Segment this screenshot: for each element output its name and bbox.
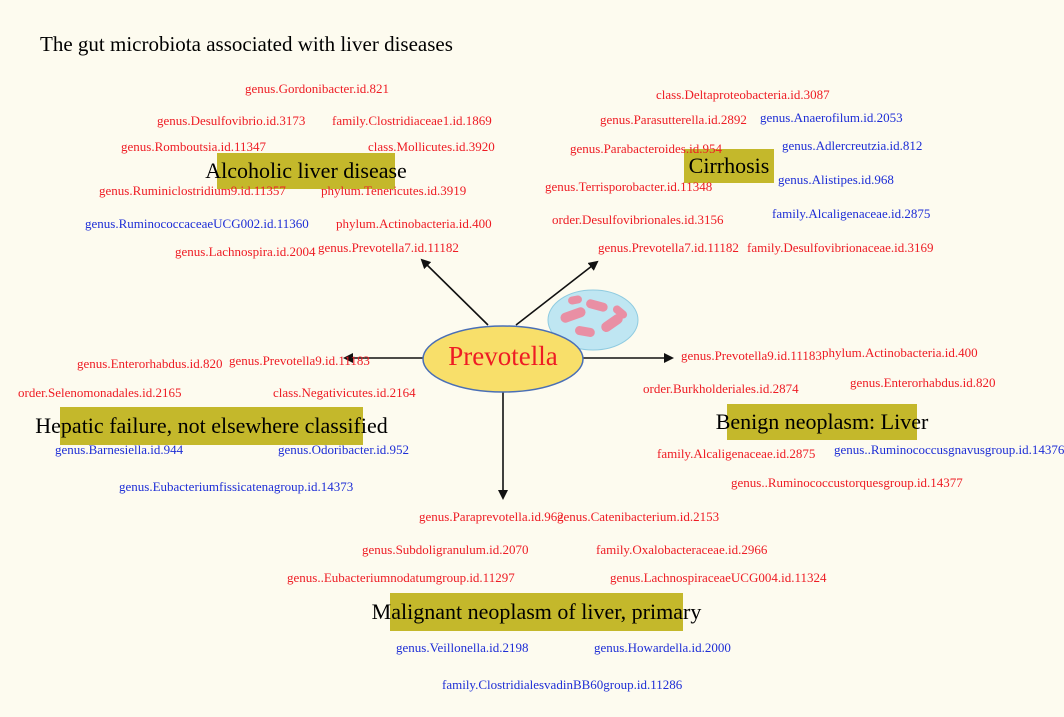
taxon-label: genus.Ruminiclostridium9.id.11357 — [99, 183, 286, 198]
taxon-label: genus.Prevotella9.id.11183 — [229, 353, 370, 368]
taxon-label: genus.Veillonella.id.2198 — [396, 640, 529, 655]
taxon-label: genus.Enterorhabdus.id.820 — [77, 356, 223, 371]
taxon-label: phylum.Actinobacteria.id.400 — [822, 345, 978, 360]
arrow-to-cirrhosis — [515, 260, 599, 326]
taxon-label: order.Burkholderiales.id.2874 — [643, 381, 799, 396]
taxon-label: family.Alcaligenaceae.id.2875 — [657, 446, 816, 461]
prevotella-hub — [422, 325, 584, 393]
taxon-label: genus.Enterorhabdus.id.820 — [850, 375, 996, 390]
taxon-label: genus.Eubacteriumfissicatenagroup.id.143… — [119, 479, 354, 494]
taxon-label: genus..Eubacteriumnodatumgroup.id.11297 — [287, 570, 515, 585]
taxon-label: genus.Prevotella7.id.11182 — [318, 240, 459, 255]
taxon-label: phylum.Actinobacteria.id.400 — [336, 216, 492, 231]
hub-label: Prevotella — [448, 341, 558, 371]
taxon-label: family.Clostridiaceae1.id.1869 — [332, 113, 492, 128]
taxon-label: genus.RuminococcaceaeUCG002.id.11360 — [85, 216, 309, 231]
taxon-label: order.Selenomonadales.id.2165 — [18, 385, 182, 400]
taxon-label: genus.Alistipes.id.968 — [778, 172, 894, 187]
taxon-label: genus..Ruminococcusgnavusgroup.id.14376 — [834, 442, 1064, 457]
disease-cirrhosis: Cirrhosis — [684, 149, 774, 183]
taxon-label: genus.Paraprevotella.id.962 — [419, 509, 564, 524]
taxon-label: genus..Ruminococcustorquesgroup.id.14377 — [731, 475, 963, 490]
taxon-label: class.Deltaproteobacteria.id.3087 — [656, 87, 830, 102]
diagram-title: The gut microbiota associated with liver… — [40, 32, 453, 56]
taxon-label: genus.Adlercreutzia.id.812 — [782, 138, 923, 153]
taxon-label: genus.Terrisporobacter.id.11348 — [545, 179, 713, 194]
taxon-label: genus.Catenibacterium.id.2153 — [557, 509, 720, 524]
taxon-label: genus.LachnospiraceaeUCG004.id.11324 — [610, 570, 827, 585]
taxon-label: genus.Prevotella7.id.11182 — [598, 240, 739, 255]
taxon-label: genus.Romboutsia.id.11347 — [121, 139, 267, 154]
taxon-label: genus.Anaerofilum.id.2053 — [760, 110, 903, 125]
taxon-label: genus.Odoribacter.id.952 — [278, 442, 410, 457]
taxon-label: family.Alcaligenaceae.id.2875 — [772, 206, 931, 221]
taxon-label: phylum.Tenericutes.id.3919 — [321, 183, 467, 198]
bacteria-illustration-icon — [547, 289, 639, 351]
disease-benign: Benign neoplasm: Liver — [716, 404, 928, 440]
taxon-label: order.Desulfovibrionales.id.3156 — [552, 212, 724, 227]
taxon-label: genus.Prevotella9.id.11183 — [681, 348, 822, 363]
arrow-to-alcoholic — [420, 258, 489, 326]
disease-malignant: Malignant neoplasm of liver, primary — [372, 593, 701, 631]
taxon-label: genus.Howardella.id.2000 — [594, 640, 731, 655]
disease-alcoholic: Alcoholic liver disease — [205, 153, 407, 189]
taxon-label: genus.Subdoligranulum.id.2070 — [362, 542, 529, 557]
taxon-label: genus.Parabacteroides.id.954 — [570, 141, 722, 156]
taxon-label: genus.Parasutterella.id.2892 — [600, 112, 747, 127]
disease-hepatic: Hepatic failure, not elsewhere classifie… — [35, 407, 388, 445]
taxon-label: family.Desulfovibrionaceae.id.3169 — [747, 240, 934, 255]
taxon-label: class.Mollicutes.id.3920 — [368, 139, 495, 154]
taxon-label: genus.Gordonibacter.id.821 — [245, 81, 390, 96]
taxon-label: class.Negativicutes.id.2164 — [273, 385, 416, 400]
taxon-label: genus.Barnesiella.id.944 — [55, 442, 184, 457]
taxon-label: family.ClostridialesvadinBB60group.id.11… — [442, 677, 683, 692]
taxon-label: family.Oxalobacteraceae.id.2966 — [596, 542, 768, 557]
taxon-label: genus.Desulfovibrio.id.3173 — [157, 113, 306, 128]
taxon-label: genus.Lachnospira.id.2004 — [175, 244, 316, 259]
